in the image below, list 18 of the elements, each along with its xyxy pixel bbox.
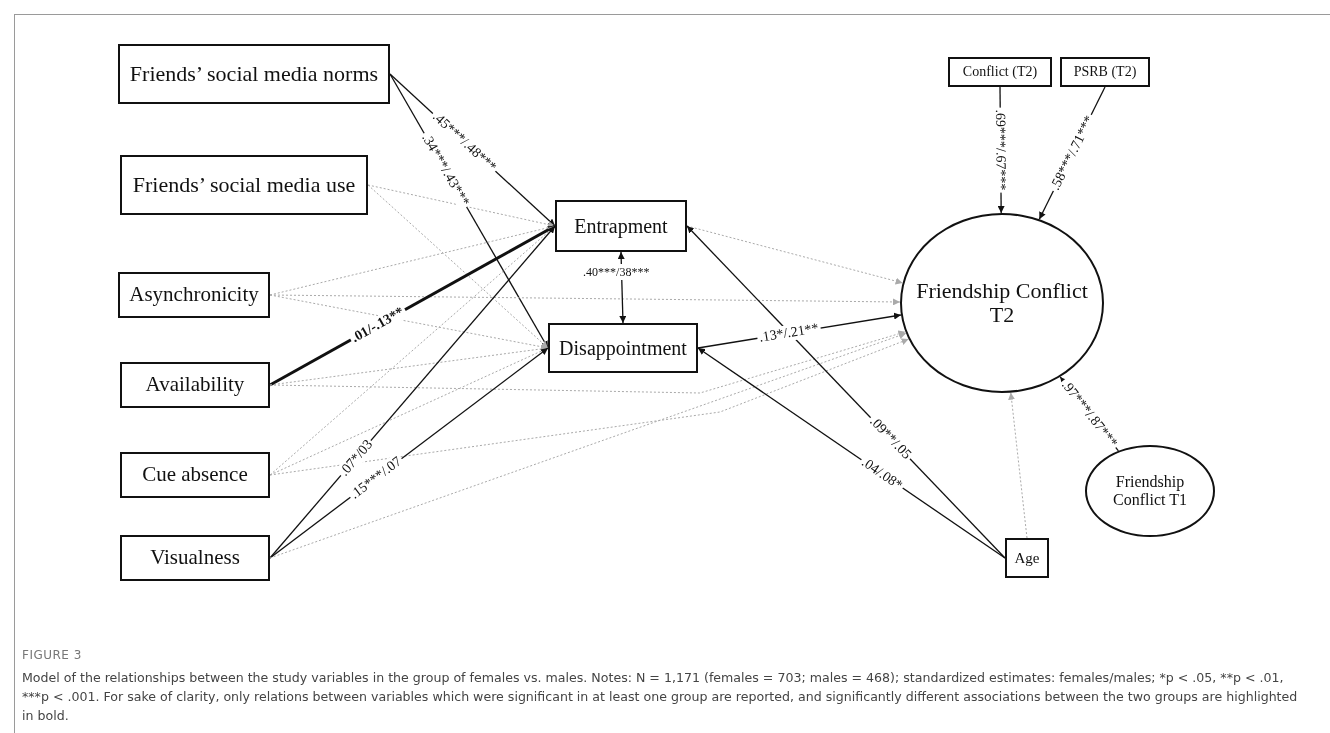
variable-box: PSRB (T2): [1060, 57, 1150, 87]
variable-box: Friends’ social media norms: [118, 44, 390, 104]
edge-label: .69***/.67***: [992, 107, 1009, 193]
variable-box: Visualness: [120, 535, 270, 581]
latent-variable-ellipse: Friendship Conflict T1: [1085, 445, 1215, 537]
variable-box: Conflict (T2): [948, 57, 1052, 87]
variable-box: Friends’ social media use: [120, 155, 368, 215]
variable-box: Asynchronicity: [118, 272, 270, 318]
figure-caption: Model of the relationships between the study variables in the group of females vs. males. Notes: N = 1,171 (females = 703; males = 468); standardized estimates: females/males; *p < .05, **p < .01, ***p < .001. For sake of clarity, only relations between variables which were significant in at least one group are reported, and significantly different associations between the two groups are highlighted in bold.: [22, 669, 1299, 725]
arrow: [269, 225, 556, 559]
variable-box: Disappointment: [548, 323, 698, 373]
variable-box: Availability: [120, 362, 270, 408]
variable-box: Entrapment: [555, 200, 687, 252]
variable-box: Age: [1005, 538, 1049, 578]
arrow: [1008, 392, 1028, 539]
variable-box: Cue absence: [120, 452, 270, 498]
edge-label: .40***/38***: [581, 263, 652, 280]
figure-title: FIGURE 3: [22, 648, 82, 662]
